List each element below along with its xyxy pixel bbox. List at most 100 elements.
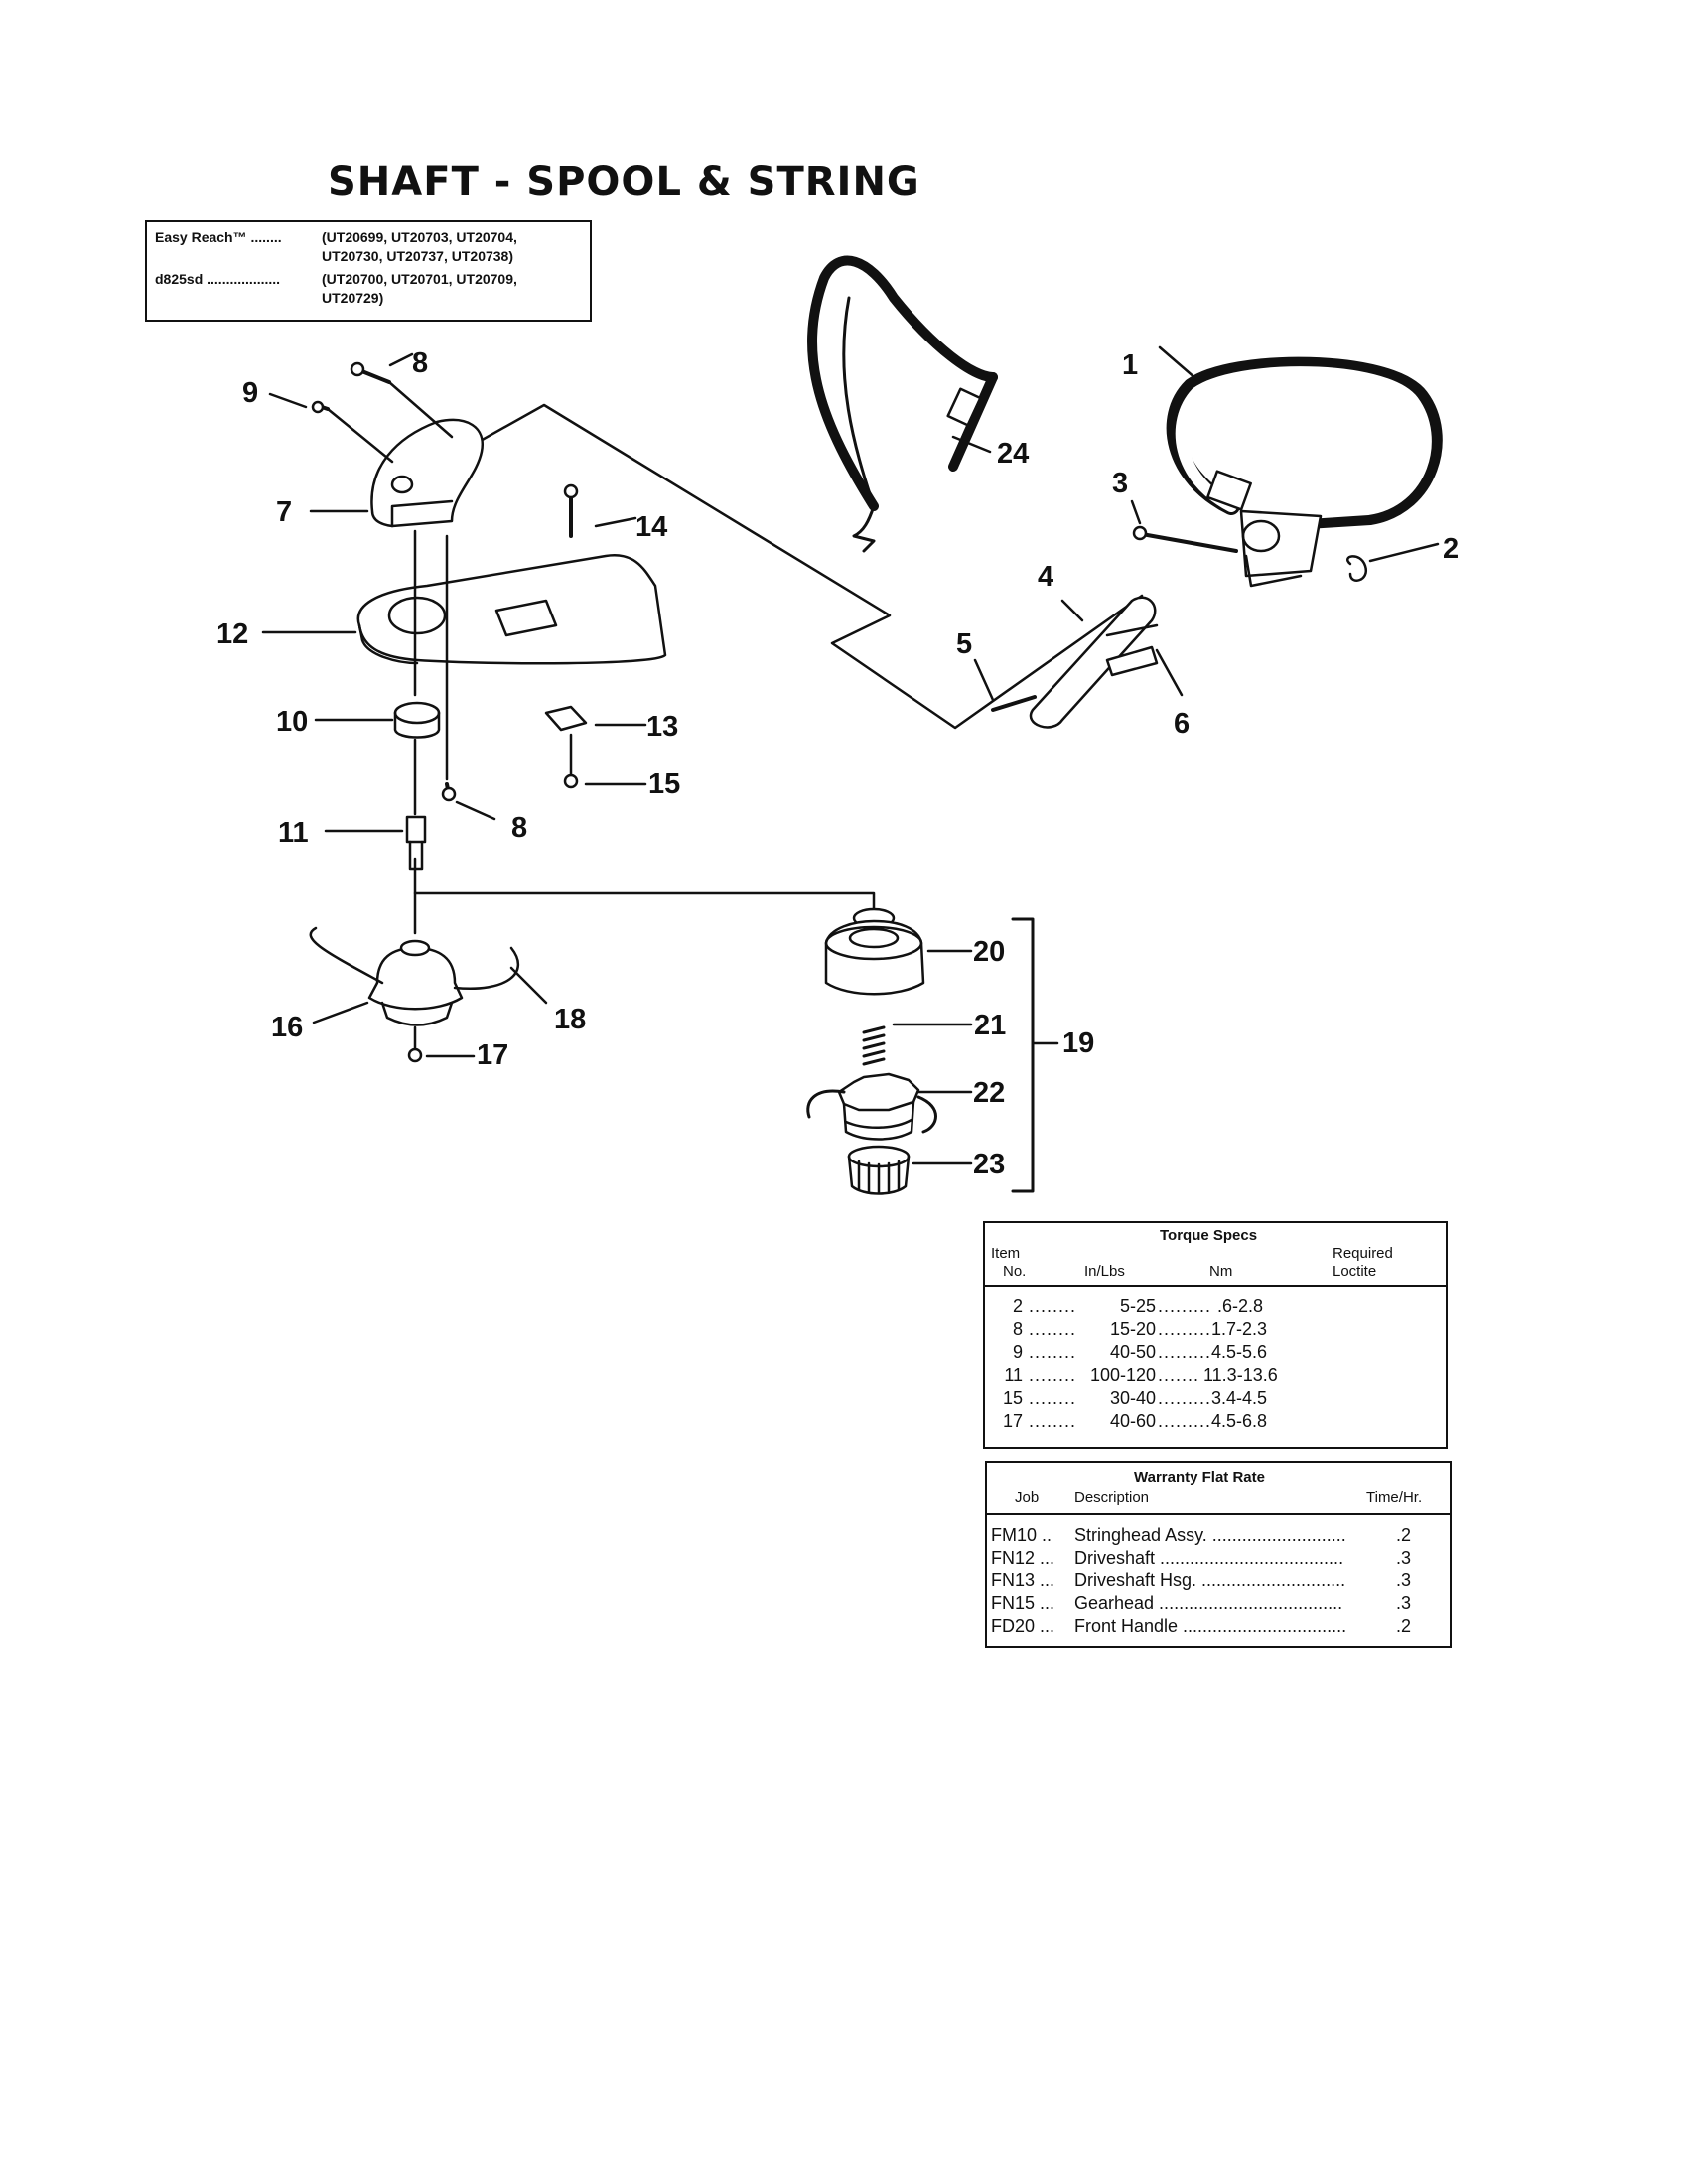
warranty-desc-cell: Front Handle ...........................…: [1074, 1616, 1347, 1636]
torque-dots: .......: [1158, 1365, 1200, 1385]
callout-6: 6: [1174, 708, 1190, 740]
callout-9: 9: [242, 377, 258, 409]
column-header-item: Item: [991, 1245, 1021, 1262]
callout-18: 18: [554, 1004, 586, 1035]
screw-part: [563, 773, 579, 789]
torque-nm-cell: 11.3-13.6: [1203, 1365, 1278, 1385]
warranty-time-cell: .2: [1396, 1616, 1412, 1636]
callout-5: 5: [956, 628, 972, 660]
warranty-desc-cell: Driveshaft Hsg. ........................…: [1074, 1570, 1346, 1590]
page-title: SHAFT - SPOOL & STRING: [328, 159, 920, 205]
callout-2: 2: [1443, 533, 1459, 565]
warranty-time-cell: .3: [1396, 1548, 1412, 1568]
torque-item-cell: 9: [1012, 1342, 1023, 1362]
torque-dots: .........: [1158, 1297, 1212, 1316]
warranty-desc-cell: Driveshaft .............................…: [1074, 1548, 1344, 1568]
column-header-item: No.: [1003, 1263, 1027, 1280]
callout-21: 21: [974, 1010, 1006, 1041]
screw-part: [357, 368, 391, 384]
torque-dots: ........: [1029, 1297, 1077, 1316]
warranty-time-cell: .3: [1396, 1570, 1412, 1590]
torque-nm-cell: 4.5-6.8: [1211, 1411, 1268, 1431]
bump-knob-part: [847, 1145, 911, 1195]
torque-inlbs-cell: 40-60: [1109, 1411, 1156, 1431]
torque-specs-table: Torque Specs Item No. In/Lbs Nm Required…: [983, 1221, 1448, 1449]
torque-inlbs-cell: 100-120: [1089, 1365, 1156, 1385]
model-name-d825sd: d825sd ...................: [155, 271, 281, 287]
bolt-part: [407, 1047, 423, 1063]
model-codes-line: (UT20700, UT20701, UT20709,: [322, 271, 517, 287]
callout-16: 16: [271, 1012, 303, 1043]
shoulder-strap-part: [807, 255, 998, 553]
callout-11: 11: [278, 817, 309, 849]
shaft-label-part: [1105, 645, 1159, 677]
clip-part: [544, 705, 588, 776]
drive-cable-part: [991, 695, 1037, 712]
callout-17: 17: [477, 1039, 508, 1071]
warranty-job-cell: FN13 ...: [991, 1570, 1055, 1590]
model-name-easy-reach: Easy Reach™ ........: [155, 229, 282, 245]
debris-shield-part: [356, 553, 667, 665]
warranty-flat-rate-table: Warranty Flat Rate Job Description Time/…: [985, 1461, 1452, 1648]
model-list-box: Easy Reach™ ........ (UT20699, UT20703, …: [145, 220, 592, 322]
model-codes-line: (UT20699, UT20703, UT20704,: [322, 229, 517, 245]
callout-7: 7: [276, 496, 292, 528]
torque-item-cell: 15: [1002, 1388, 1023, 1408]
torque-inlbs-cell: 5-25: [1119, 1297, 1156, 1316]
handle-bolt-part: [1140, 532, 1238, 553]
torque-nm-cell: 1.7-2.3: [1211, 1319, 1268, 1339]
fixed-line-head-part: [367, 939, 464, 1026]
callout-20: 20: [973, 936, 1005, 968]
callout-1: 1: [1122, 349, 1138, 381]
callout-23: 23: [973, 1149, 1005, 1180]
warranty-job-cell: FN12 ...: [991, 1548, 1055, 1568]
torque-dots: ........: [1029, 1342, 1077, 1362]
torque-nm-cell: 3.4-4.5: [1211, 1388, 1268, 1408]
torque-nm-cell: .6-2.8: [1217, 1297, 1264, 1316]
warranty-time-cell: .3: [1396, 1593, 1412, 1613]
torque-dots: ........: [1029, 1411, 1077, 1431]
warranty-job-cell: FN15 ...: [991, 1593, 1055, 1613]
torque-dots: ........: [1029, 1319, 1077, 1339]
torque-item-cell: 11: [1004, 1365, 1023, 1385]
arbor-part: [405, 815, 427, 871]
callout-14: 14: [635, 511, 667, 543]
callout-22: 22: [973, 1077, 1005, 1109]
callout-10: 10: [276, 706, 308, 738]
torque-dots: .........: [1158, 1342, 1212, 1362]
callout-13: 13: [646, 711, 678, 743]
torque-dots: .........: [1158, 1388, 1212, 1408]
torque-item-cell: 17: [1002, 1411, 1023, 1431]
torque-inlbs-cell: 40-50: [1109, 1342, 1156, 1362]
warranty-table-title: Warranty Flat Rate: [1134, 1469, 1265, 1486]
warranty-desc-cell: Gearhead ...............................…: [1074, 1593, 1343, 1613]
column-header-loctite: Loctite: [1333, 1263, 1377, 1280]
torque-dots: ........: [1029, 1388, 1077, 1408]
warranty-job-cell: FD20 ...: [991, 1616, 1055, 1636]
torque-dots: .........: [1158, 1319, 1212, 1339]
warranty-time-cell: .2: [1396, 1525, 1412, 1545]
torque-item-cell: 8: [1012, 1319, 1023, 1339]
wing-nut-part: [1346, 555, 1368, 582]
warranty-job-cell: FM10 ..: [991, 1525, 1052, 1545]
spool-part: [806, 1072, 937, 1141]
model-codes-line: UT20730, UT20737, UT20738): [322, 248, 513, 264]
assembly-reference-line: [370, 403, 1144, 730]
spool-housing-part: [824, 907, 925, 996]
torque-table-title: Torque Specs: [1160, 1227, 1258, 1244]
callout-4: 4: [1038, 561, 1053, 593]
trimmer-line-part: [309, 926, 384, 985]
callout-12: 12: [216, 618, 248, 650]
column-header-job: Job: [1015, 1489, 1040, 1506]
column-header-time: Time/Hr.: [1366, 1489, 1423, 1506]
column-header-inlbs: In/Lbs: [1084, 1263, 1125, 1280]
torque-item-cell: 2: [1012, 1297, 1023, 1316]
column-header-nm: Nm: [1209, 1263, 1233, 1280]
callout-15: 15: [648, 768, 680, 800]
callout-3: 3: [1112, 468, 1128, 499]
bushing-part: [393, 701, 441, 739]
warranty-desc-cell: Stringhead Assy. .......................…: [1074, 1525, 1346, 1545]
spring-part: [862, 1025, 886, 1066]
callout-8-lower: 8: [511, 812, 527, 844]
